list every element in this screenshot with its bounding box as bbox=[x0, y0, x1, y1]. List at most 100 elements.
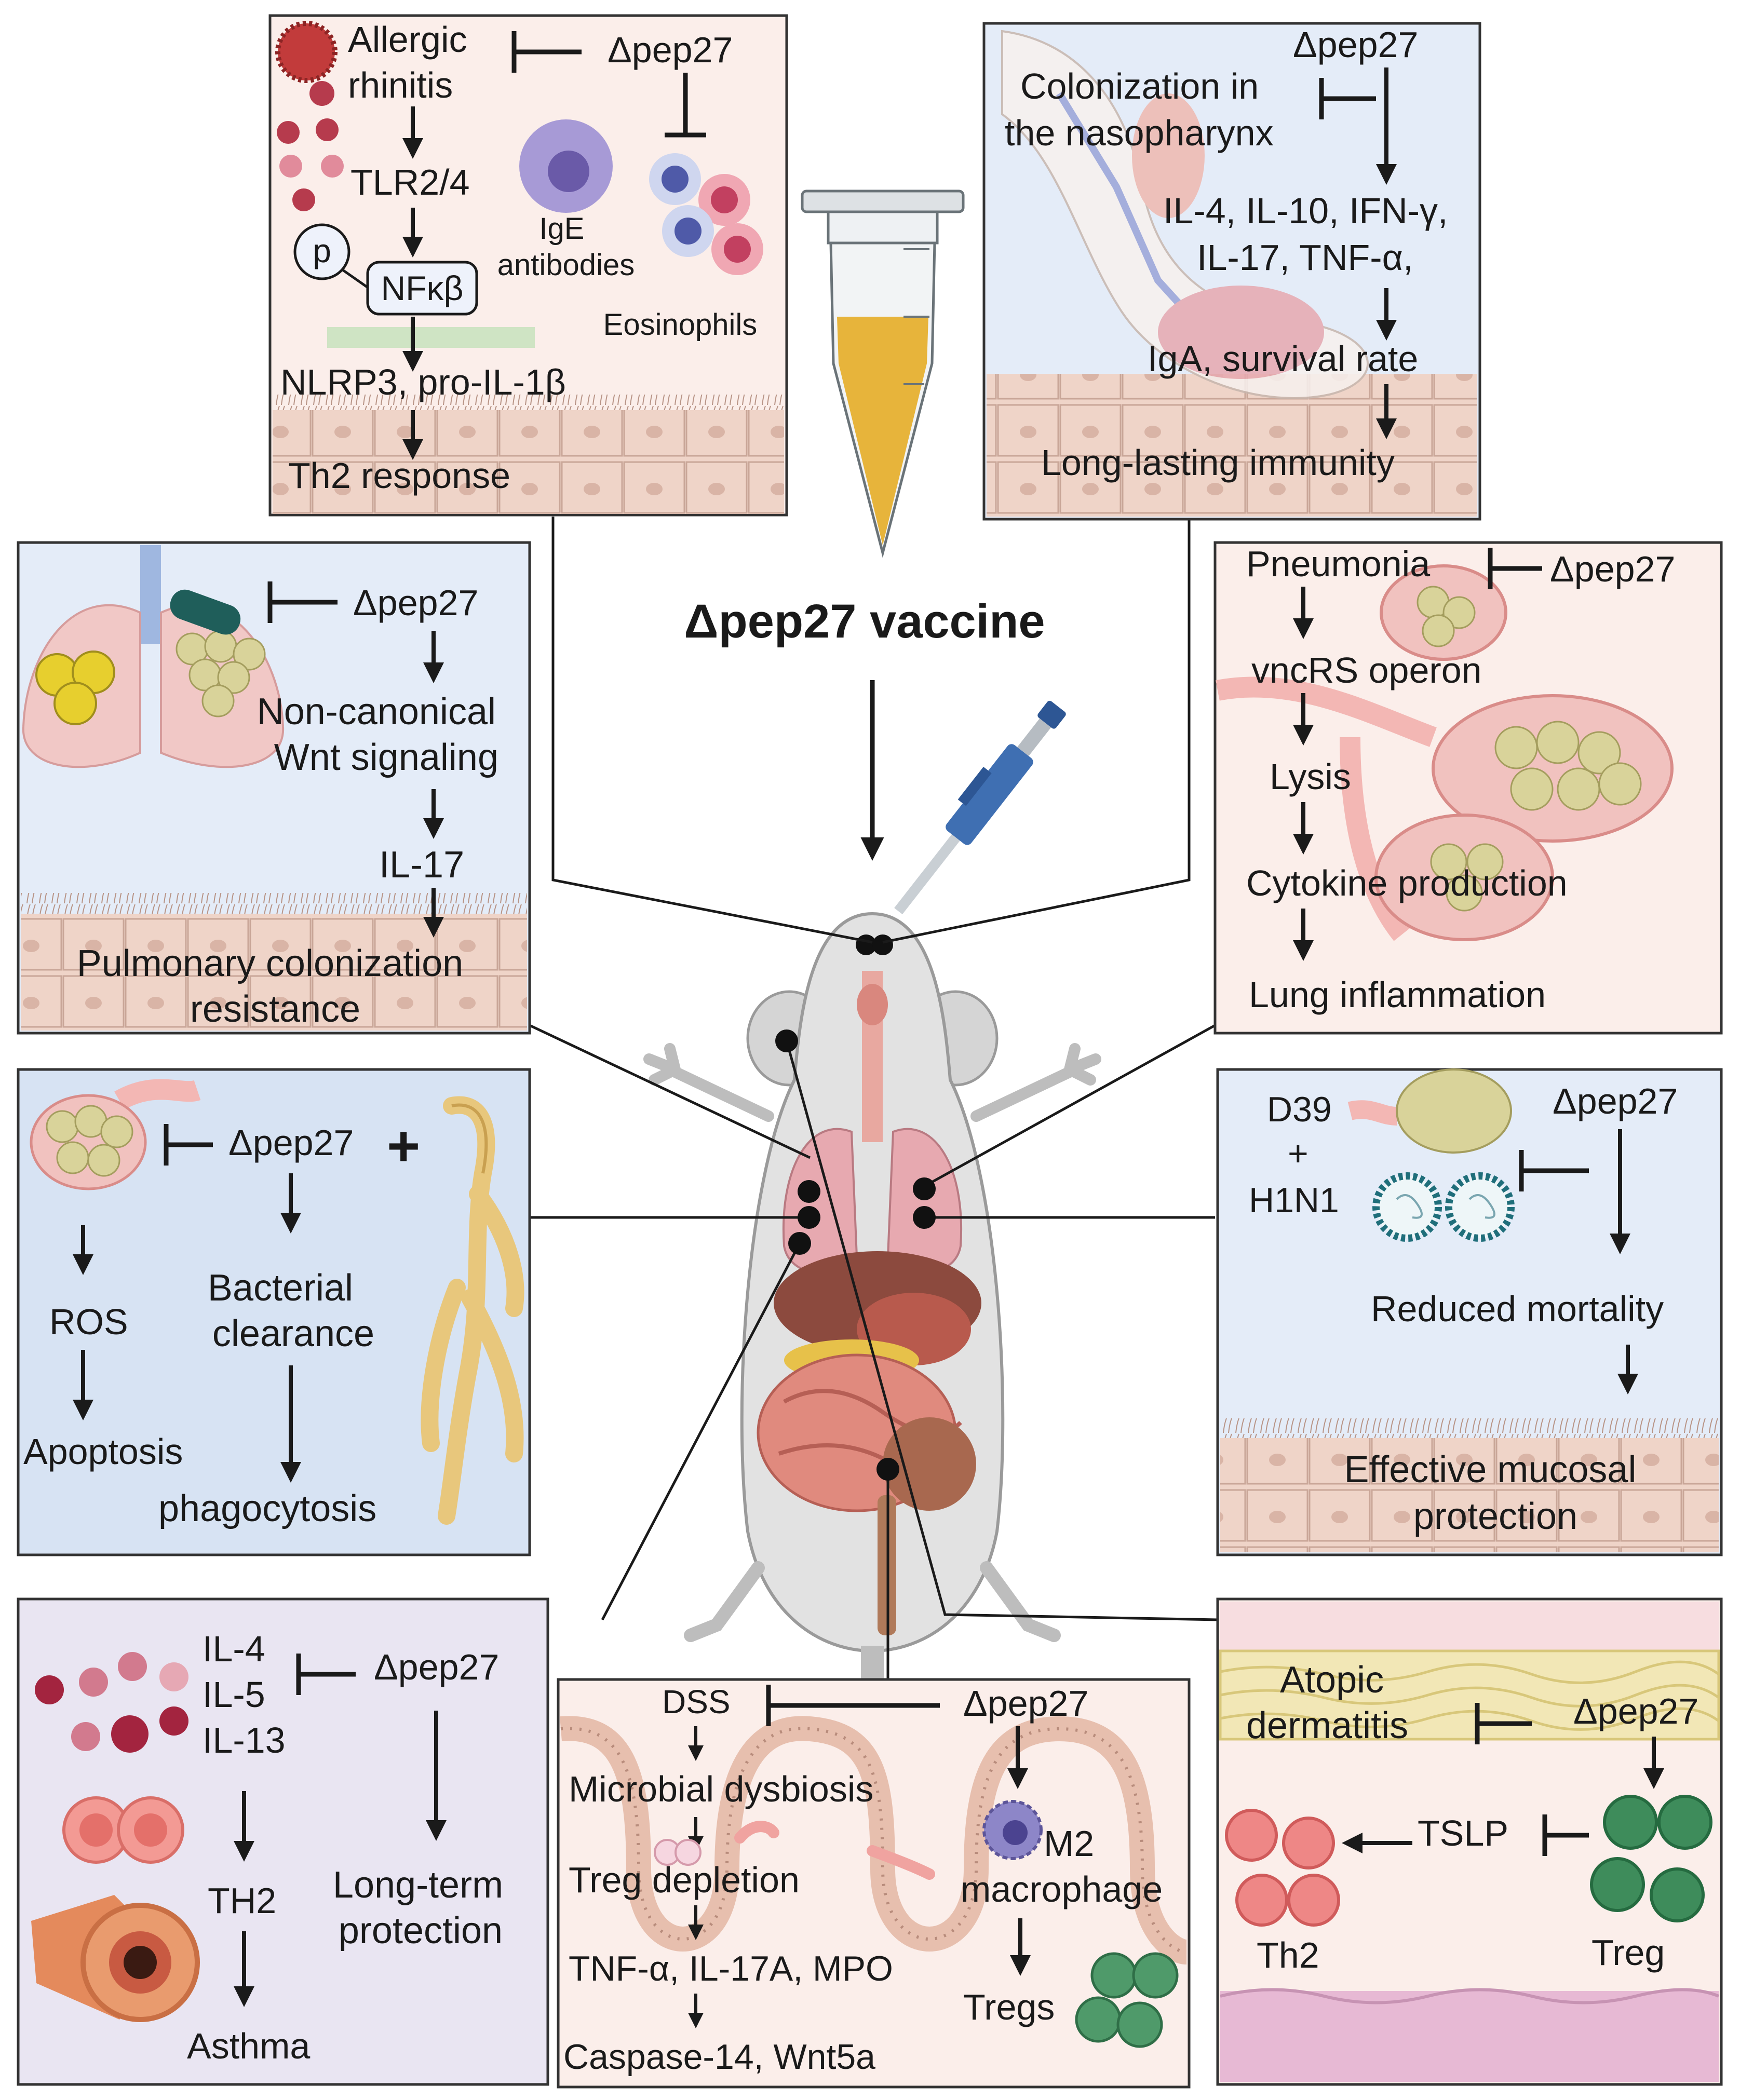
panel-coinfection: D39 + H1N1 Δpep27 Reduced mortality Effe… bbox=[1216, 1068, 1723, 1556]
long-term-protection-label: Long-term protection bbox=[333, 1864, 514, 1952]
apoptosis-label: Apoptosis bbox=[23, 1431, 183, 1472]
il17-label: IL-17 bbox=[379, 844, 464, 886]
panel-pneumonia: Pneumonia Δpep27 vncRS operon Lysis Cyto… bbox=[1213, 541, 1723, 1035]
mortality-label: Reduced mortality bbox=[1371, 1289, 1664, 1329]
mouse-right-leg bbox=[980, 1561, 1061, 1642]
pollen-icon bbox=[275, 21, 338, 83]
panel-bacterial-clearance: Δpep27 + ROS Apoptosis Bacterial clearan… bbox=[17, 1068, 531, 1556]
inhibition-bar bbox=[511, 31, 582, 73]
mucosal-protection-label: Effective mucosal protection bbox=[1344, 1449, 1647, 1537]
intestinal-villi bbox=[560, 1716, 1188, 1964]
vaccine-title: Δpep27 vaccine bbox=[684, 595, 1045, 648]
treg-depletion-label: Treg depletion bbox=[569, 1860, 800, 1900]
cytokine-particles bbox=[35, 1652, 188, 1753]
mouse-right-arm bbox=[970, 1043, 1101, 1122]
vaccine-label: Δpep27 bbox=[1573, 1691, 1698, 1731]
allergic-rhinitis-label: Allergic rhinitis bbox=[348, 19, 477, 105]
panel-allergic-rhinitis: Allergic rhinitis Δpep27 TLR2/4 p NFκβ N… bbox=[268, 14, 788, 517]
panel-dermatitis: Atopic dermatitis Δpep27 Th2 TSLP Treg bbox=[1216, 1597, 1723, 2086]
panel-colitis: DSS Δpep27 Microbial dysbiosis Treg depl… bbox=[557, 1678, 1191, 2089]
inhibition-bar bbox=[1319, 78, 1376, 119]
th2-label: TH2 bbox=[208, 1880, 276, 1921]
inflammation-label: Lung inflammation bbox=[1249, 974, 1546, 1015]
asthma-cytokines-label: IL-4 IL-5 IL-13 bbox=[203, 1629, 286, 1760]
asthma-label: Asthma bbox=[187, 2026, 310, 2066]
vaccine-label: Δpep27 bbox=[1550, 549, 1675, 589]
nfkb-box bbox=[366, 261, 478, 316]
macrophage-label: M2 macrophage bbox=[961, 1823, 1163, 1909]
cytokines-label: IL-4, IL-10, IFN-γ, IL-17, TNF-α, bbox=[1163, 191, 1458, 278]
cytokine-production-label: Cytokine production bbox=[1246, 863, 1568, 903]
mouse-nasal-illustration bbox=[1001, 30, 1369, 399]
allergen-particles bbox=[277, 81, 344, 211]
inhibition-bar bbox=[766, 1685, 940, 1726]
vaccine-label: Δpep27 bbox=[374, 1647, 499, 1687]
nfkb-label: NFκβ bbox=[381, 269, 464, 307]
mouse-left-arm bbox=[643, 1043, 774, 1122]
eosinophils-label: Eosinophils bbox=[603, 308, 758, 342]
ige-label: IgE antibodies bbox=[497, 212, 635, 282]
panel-pulmonary: Δpep27 Non-canonical Wnt signaling IL-17… bbox=[17, 541, 531, 1035]
lungs-illustration bbox=[22, 545, 285, 768]
connector-lines bbox=[527, 517, 1218, 1682]
eosinophil-icons bbox=[649, 153, 763, 275]
phospho-label: p bbox=[313, 232, 331, 269]
phospho-icon bbox=[293, 223, 350, 280]
th2-cell-icons bbox=[1225, 1809, 1340, 1927]
plus-sign: + bbox=[387, 1114, 420, 1178]
tregs-label: Tregs bbox=[963, 1987, 1055, 2027]
vaccine-tube-icon bbox=[801, 189, 965, 558]
vaccine-label: Δpep27 bbox=[608, 30, 733, 70]
skin-layer bbox=[1219, 1649, 1720, 1741]
vaccine-label: Δpep27 bbox=[963, 1683, 1088, 1724]
iga-label: IgA, survival rate bbox=[1148, 338, 1418, 379]
plus-sign: + bbox=[1288, 1134, 1309, 1173]
inhibition-bar bbox=[164, 1124, 213, 1166]
colonization-label: Colonization in the nasopharynx bbox=[1005, 66, 1274, 153]
nlrp3-label: NLRP3, pro-IL-1β bbox=[280, 362, 566, 402]
dermatitis-label: Atopic dermatitis bbox=[1246, 1659, 1408, 1746]
pipette-icon bbox=[894, 700, 1066, 915]
vaccine-label: Δpep27 bbox=[1293, 24, 1418, 65]
inhibition-bar bbox=[1542, 1814, 1589, 1856]
pneumococcus-icon bbox=[1347, 1068, 1512, 1154]
inhibition-bar bbox=[1519, 1150, 1589, 1191]
phagocytosis-label: phagocytosis bbox=[158, 1488, 376, 1529]
bacteria-cluster-icon bbox=[30, 1079, 201, 1190]
bacteria-rods-icon bbox=[654, 1821, 935, 1880]
vncrs-label: vncRS operon bbox=[1251, 650, 1482, 690]
dss-label: DSS bbox=[662, 1683, 731, 1720]
th2-label: Th2 bbox=[1257, 1935, 1319, 1975]
d39-label: D39 bbox=[1267, 1090, 1332, 1129]
tnf-il17a-mpo-label: TNF-α, IL-17A, MPO bbox=[569, 1949, 893, 1988]
h1n1-label: H1N1 bbox=[1249, 1181, 1339, 1220]
cecum bbox=[883, 1417, 976, 1511]
panel-colonization: Δpep27 Colonization in the nasopharynx I… bbox=[982, 22, 1481, 521]
mouse-illustration bbox=[643, 912, 1101, 1770]
panel-asthma: IL-4 IL-5 IL-13 Δpep27 TH2 Asthma Long-t… bbox=[17, 1597, 549, 2086]
ginseng-root-icon bbox=[421, 1096, 524, 1525]
immunity-label: Long-lasting immunity bbox=[1041, 442, 1395, 483]
clearance-label: Bacterial clearance bbox=[208, 1267, 374, 1354]
wnt-label: Non-canonical Wnt signaling bbox=[257, 691, 506, 778]
airway-icon bbox=[31, 1895, 200, 2022]
inhibition-bar bbox=[267, 581, 338, 623]
tlr-label: TLR2/4 bbox=[350, 162, 470, 202]
inhibition-bar bbox=[296, 1654, 356, 1695]
center-vaccine: Δpep27 vaccine bbox=[684, 189, 1066, 915]
treg-cell-icons bbox=[1075, 1952, 1179, 2048]
connector-dots bbox=[775, 1029, 936, 1481]
inhibition-bar bbox=[1488, 548, 1542, 589]
tslp-label: TSLP bbox=[1418, 1813, 1508, 1853]
vaccine-label: Δpep27 bbox=[353, 582, 478, 623]
mouse-left-leg bbox=[684, 1561, 765, 1642]
inhibition-bar-down bbox=[665, 73, 706, 138]
resistance-label: Pulmonary colonization resistance bbox=[77, 943, 474, 1030]
inhibition-bar bbox=[1475, 1703, 1532, 1744]
vaccine-label: Δpep27 bbox=[228, 1122, 354, 1163]
alveoli-illustration bbox=[1216, 564, 1674, 941]
lysis-label: Lysis bbox=[1270, 756, 1351, 797]
caspase-wnt5a-label: Caspase-14, Wnt5a bbox=[563, 2037, 875, 2077]
treg-cell-icons bbox=[1590, 1795, 1712, 1922]
